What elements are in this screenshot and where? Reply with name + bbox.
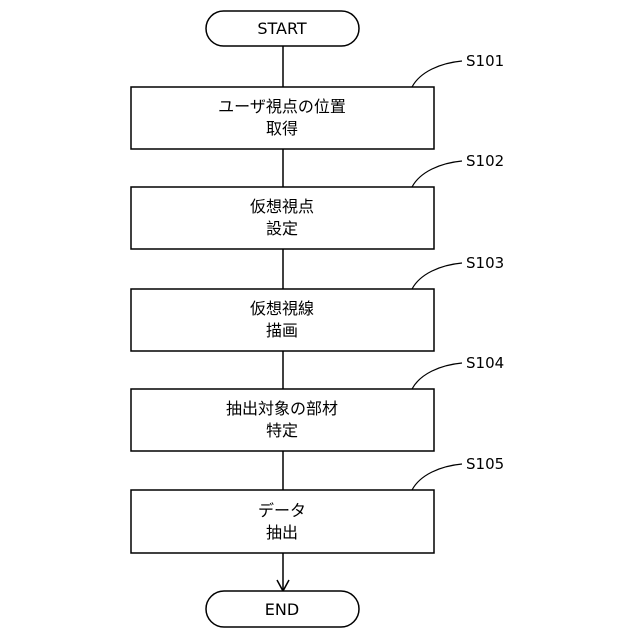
process-text-s103-line1: 仮想視線 [250, 299, 314, 318]
process-step-s101: ユーザ視点の位置 取得 S101 [131, 52, 504, 149]
process-text-s102-line2: 設定 [266, 219, 298, 238]
step-leader-s101 [412, 61, 462, 87]
process-text-s102-line1: 仮想視点 [250, 197, 314, 216]
step-id-s105: S105 [466, 455, 504, 473]
process-text-s105-line2: 抽出 [266, 523, 298, 542]
step-leader-s105 [412, 464, 462, 490]
step-id-s101: S101 [466, 52, 504, 70]
process-step-s103: 仮想視線 描画 S103 [131, 254, 504, 351]
start-terminal: START [206, 11, 359, 46]
process-text-s101-line2: 取得 [266, 119, 298, 138]
step-id-s102: S102 [466, 152, 504, 170]
step-id-s104: S104 [466, 354, 504, 372]
end-terminal: END [206, 591, 359, 627]
process-text-s104-line2: 特定 [266, 421, 298, 440]
process-box-s105 [131, 490, 434, 553]
step-id-s103: S103 [466, 254, 504, 272]
start-label: START [257, 19, 307, 38]
process-text-s105-line1: データ [258, 501, 306, 520]
step-leader-s103 [412, 263, 462, 289]
process-step-s104: 抽出対象の部材 特定 S104 [131, 354, 504, 451]
process-text-s101-line1: ユーザ視点の位置 [218, 97, 346, 116]
process-step-s102: 仮想視点 設定 S102 [131, 152, 504, 249]
step-leader-s104 [412, 363, 462, 389]
process-text-s104-line1: 抽出対象の部材 [226, 399, 338, 418]
process-step-s105: データ 抽出 S105 [131, 455, 504, 553]
step-leader-s102 [412, 161, 462, 187]
process-text-s103-line2: 描画 [266, 321, 298, 340]
end-label: END [265, 600, 299, 619]
